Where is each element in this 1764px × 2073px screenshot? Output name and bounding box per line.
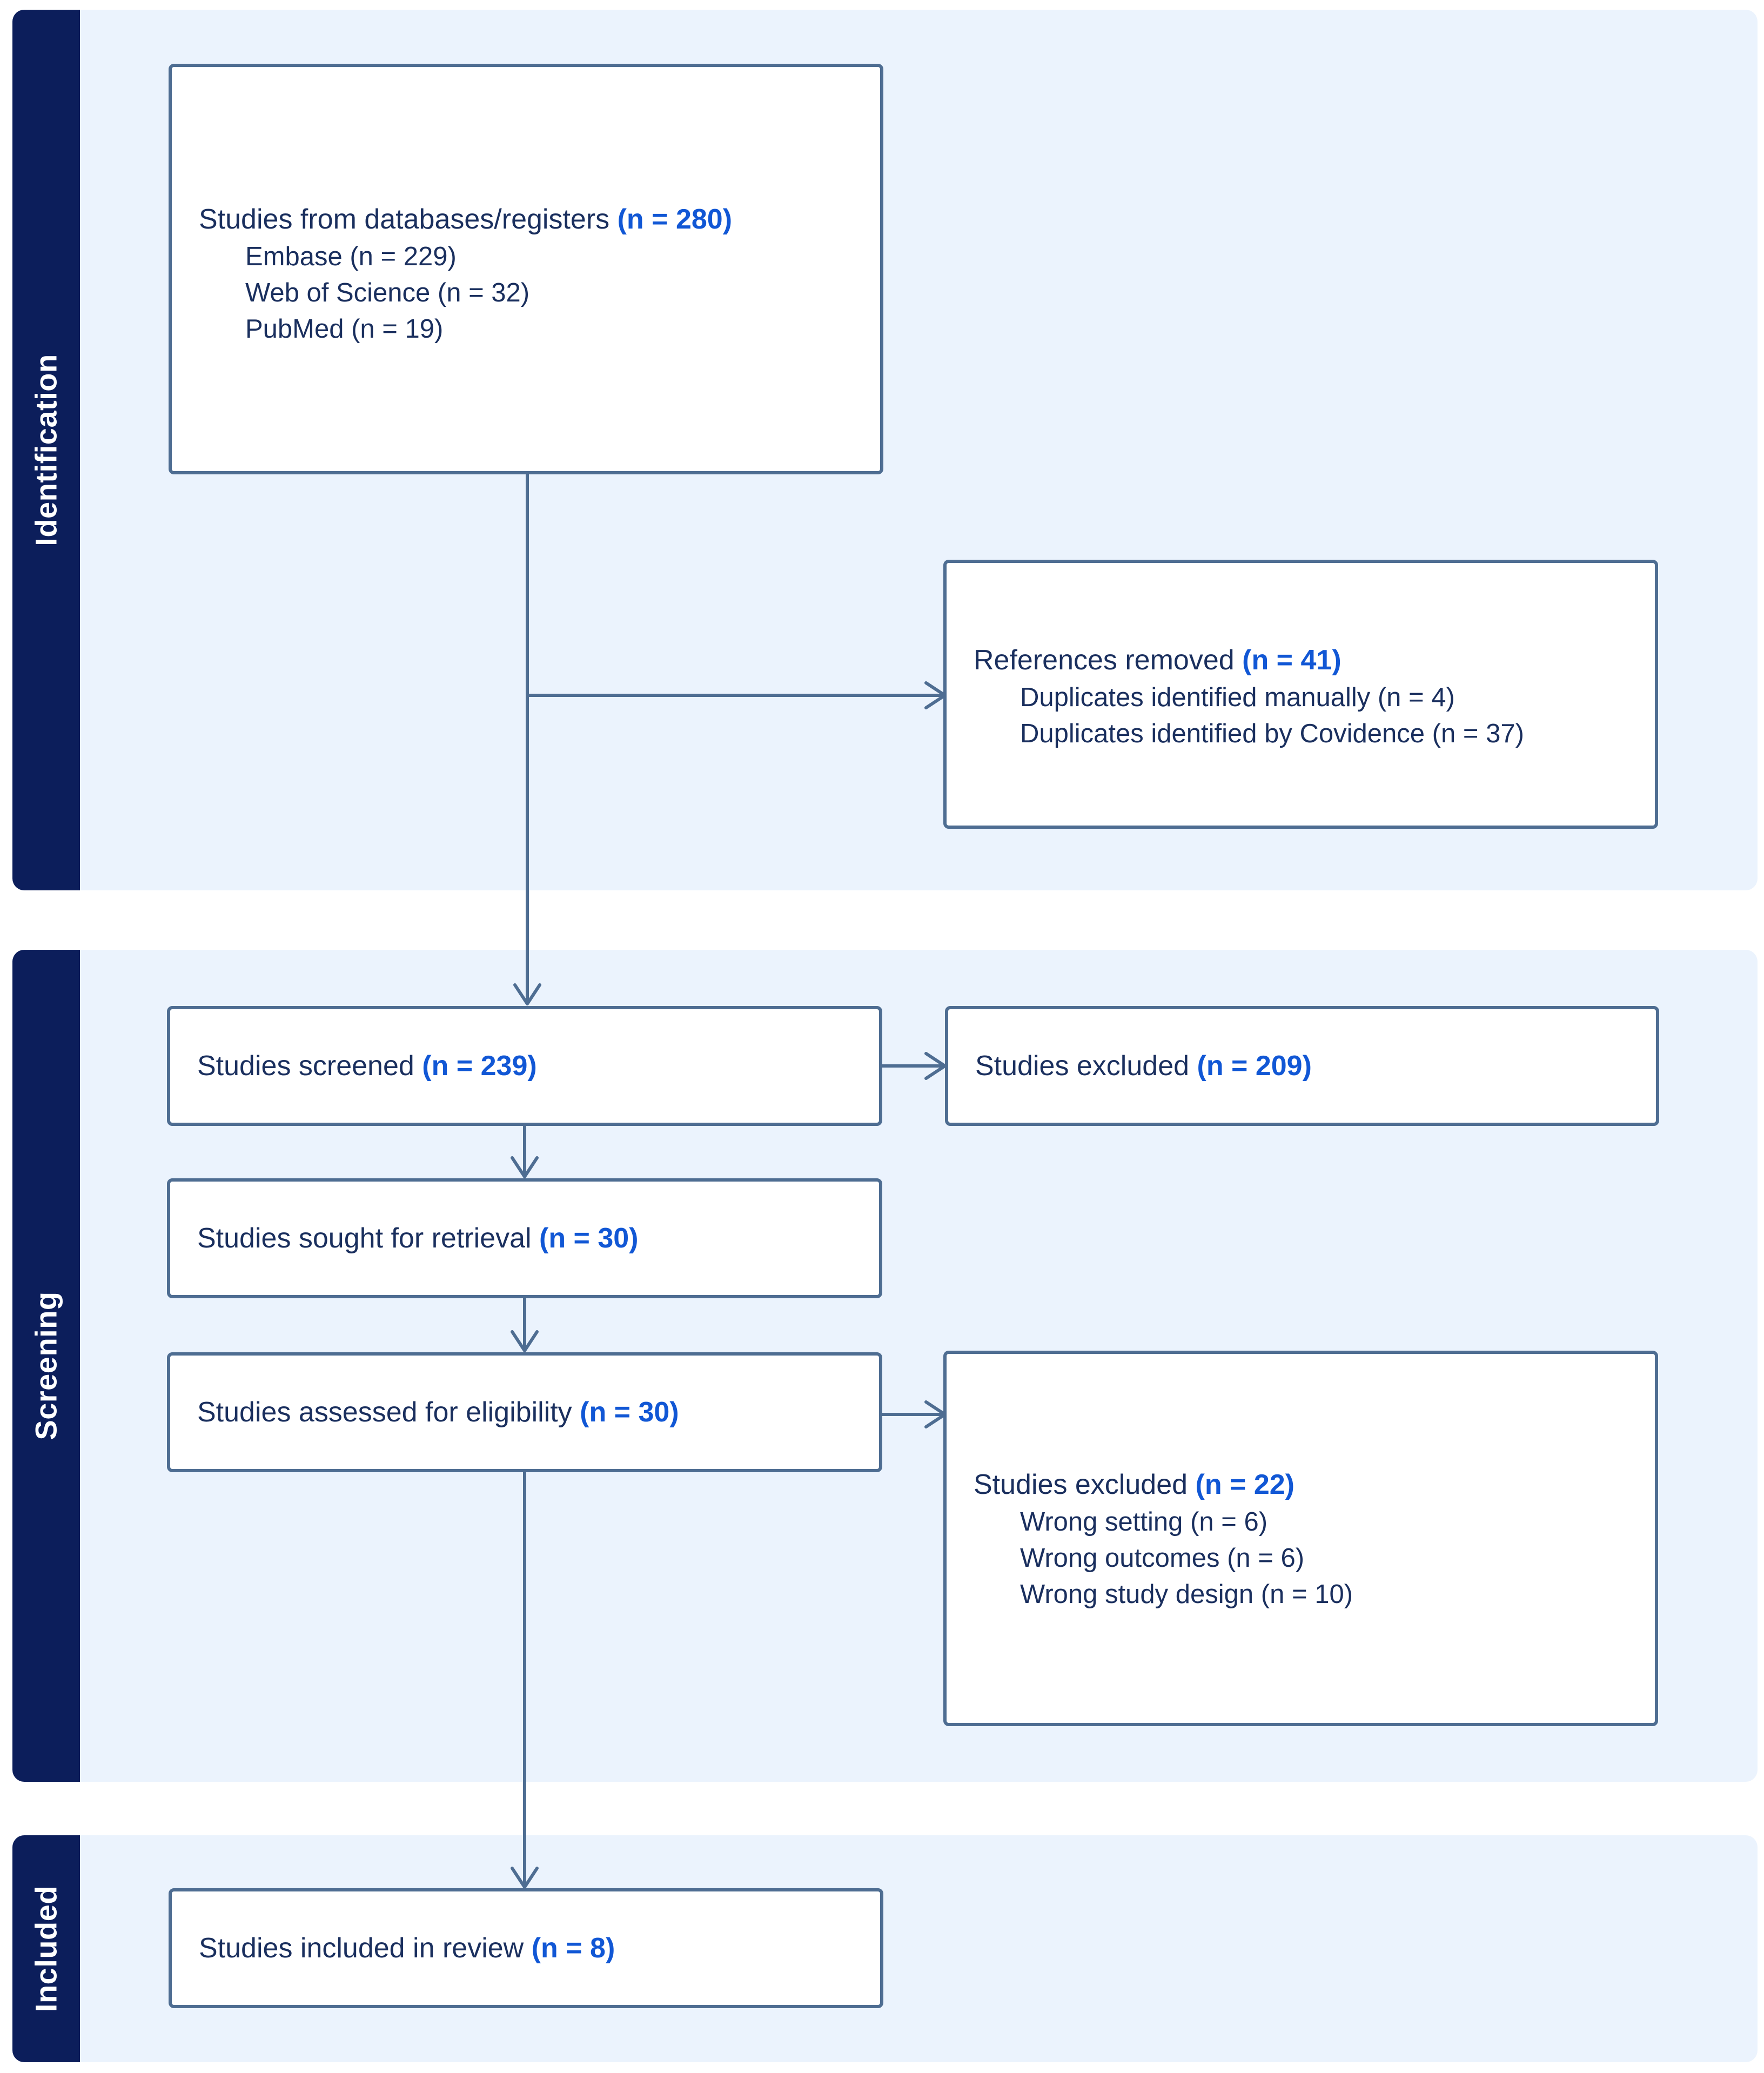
excluded-eligibility-title: Studies excluded xyxy=(974,1469,1188,1500)
box-studies-excluded-eligibility: Studies excluded (n = 22) Wrong setting … xyxy=(943,1351,1658,1726)
box-studies-sought-retrieval: Studies sought for retrieval (n = 30) xyxy=(167,1178,882,1298)
box-studies-screened: Studies screened (n = 239) xyxy=(167,1006,882,1126)
box-title: Studies excluded (n = 22) xyxy=(974,1465,1655,1504)
box-databases: Studies from databases/registers (n = 28… xyxy=(169,64,883,474)
screened-count: (n = 239) xyxy=(422,1050,537,1082)
removed-title: References removed xyxy=(974,645,1235,676)
box-title: Studies from databases/registers (n = 28… xyxy=(199,200,880,239)
box-title: References removed (n = 41) xyxy=(974,641,1655,680)
list-item-duplicates-manual: Duplicates identified manually (n = 4) xyxy=(1020,683,1455,712)
retrieval-title: Studies sought for retrieval xyxy=(197,1223,532,1254)
retrieval-count: (n = 30) xyxy=(539,1223,639,1254)
stage-sidebar xyxy=(12,1835,80,2062)
box-studies-excluded-screening: Studies excluded (n = 209) xyxy=(945,1006,1659,1126)
box-studies-included: Studies included in review (n = 8) xyxy=(169,1888,883,2008)
included-count: (n = 8) xyxy=(531,1933,615,1964)
arrowhead xyxy=(513,983,541,1005)
excluded-screening-count: (n = 209) xyxy=(1197,1050,1312,1082)
stage-sidebar xyxy=(12,10,80,890)
list-item-wrong-setting: Wrong setting (n = 6) xyxy=(1020,1507,1268,1537)
eligibility-count: (n = 30) xyxy=(580,1397,679,1428)
list-item-wrong-study-design: Wrong study design (n = 10) xyxy=(1020,1580,1353,1609)
removed-count: (n = 41) xyxy=(1242,645,1342,676)
arrowhead xyxy=(511,1867,539,1889)
stage-sidebar xyxy=(12,950,80,1782)
excluded-screening-title: Studies excluded xyxy=(975,1050,1190,1082)
databases-count: (n = 280) xyxy=(617,204,733,235)
box-studies-assessed-eligibility: Studies assessed for eligibility (n = 30… xyxy=(167,1352,882,1472)
list-item-web-of-science: Web of Science (n = 32) xyxy=(245,278,530,307)
eligibility-title: Studies assessed for eligibility xyxy=(197,1397,572,1428)
list-item-embase: Embase (n = 229) xyxy=(245,242,457,271)
list-item-pubmed: PubMed (n = 19) xyxy=(245,314,444,344)
included-title: Studies included in review xyxy=(199,1933,524,1964)
excluded-eligibility-count: (n = 22) xyxy=(1195,1469,1295,1500)
arrowhead xyxy=(511,1156,539,1178)
screened-title: Studies screened xyxy=(197,1050,414,1082)
box-references-removed: References removed (n = 41) Duplicates i… xyxy=(943,560,1658,829)
arrowhead xyxy=(511,1330,539,1352)
databases-title: Studies from databases/registers xyxy=(199,204,610,235)
list-item-duplicates-covidence: Duplicates identified by Covidence (n = … xyxy=(1020,719,1524,748)
list-item-wrong-outcomes: Wrong outcomes (n = 6) xyxy=(1020,1544,1305,1573)
